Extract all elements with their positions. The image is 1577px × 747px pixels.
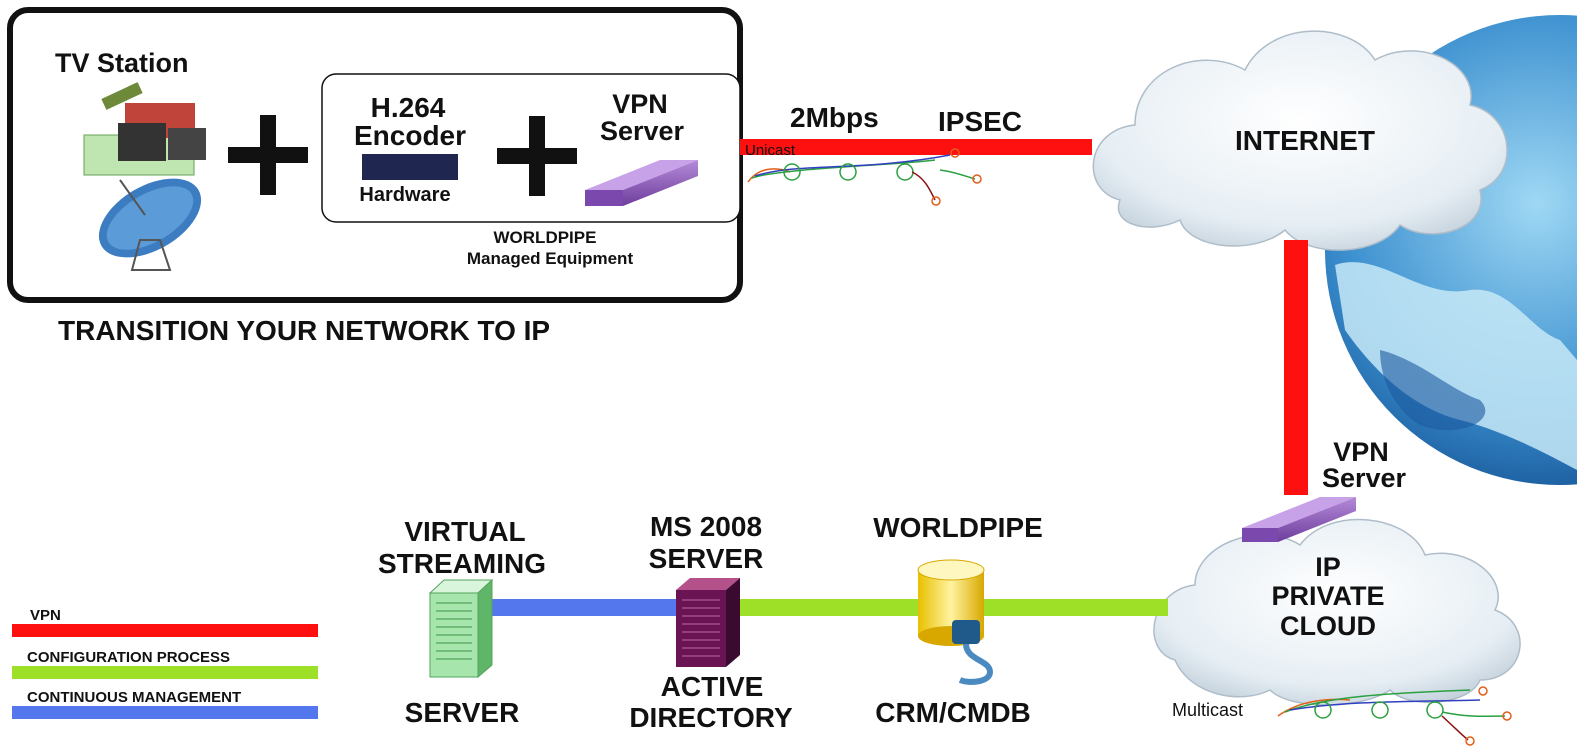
vpn-remote-line2: Server xyxy=(1322,463,1407,493)
ms-line1: MS 2008 xyxy=(650,511,762,542)
legend-swatch xyxy=(12,666,318,679)
wp-bottom: CRM/CMDB xyxy=(875,697,1031,728)
station-title: TV Station xyxy=(55,48,189,78)
transition-footer: TRANSITION YOUR NETWORK TO IP xyxy=(58,315,550,346)
vpn-server-line1: VPN xyxy=(612,89,668,119)
internet-label: INTERNET xyxy=(1235,125,1375,156)
legend-label: CONFIGURATION PROCESS xyxy=(27,649,230,666)
management-link xyxy=(490,599,690,616)
multicast-label: Multicast xyxy=(1172,700,1243,720)
link-bandwidth: 2Mbps xyxy=(790,102,879,133)
unicast-tree-icon xyxy=(747,148,982,206)
private-cloud[interactable]: IP PRIVATE CLOUD xyxy=(1153,518,1521,706)
managed-line2: Managed Equipment xyxy=(467,249,634,268)
encoder-hardware-icon[interactable] xyxy=(362,154,458,180)
unicast-label: Unicast xyxy=(745,142,796,159)
satellite-dish-icon xyxy=(98,178,202,271)
encoder-line1: H.264 xyxy=(371,92,446,123)
cloud-line1: IP xyxy=(1315,552,1341,582)
vpn-server-icon[interactable] xyxy=(585,160,698,206)
legend-swatch xyxy=(12,624,318,637)
vpn-link-vertical xyxy=(1284,240,1308,495)
vpn-server-line2: Server xyxy=(600,116,685,146)
legend-label: CONTINUOUS MANAGEMENT xyxy=(27,689,241,706)
ms-bottom2: DIRECTORY xyxy=(629,702,793,733)
cloud-line2: PRIVATE xyxy=(1271,581,1384,611)
managed-line1: WORLDPIPE xyxy=(494,228,597,247)
database-icon[interactable] xyxy=(917,559,994,685)
multicast-tree-icon xyxy=(1277,686,1512,746)
vs-line1: VIRTUAL xyxy=(404,516,525,547)
encoder-line2: Encoder xyxy=(354,120,466,151)
plus-icon xyxy=(228,115,308,195)
vpn-remote-line1: VPN xyxy=(1333,437,1389,467)
wp-top: WORLDPIPE xyxy=(873,512,1043,543)
link-protocol: IPSEC xyxy=(938,106,1022,137)
legend-swatch xyxy=(12,706,318,719)
legend-label: VPN xyxy=(30,607,61,624)
cloud-line3: CLOUD xyxy=(1280,611,1376,641)
encoder-sub: Hardware xyxy=(359,184,450,206)
vpn-link-horizontal xyxy=(740,139,1092,155)
internet-cloud[interactable]: INTERNET xyxy=(1092,30,1508,251)
vs-bottom: SERVER xyxy=(405,697,520,728)
ms-line2: SERVER xyxy=(649,543,764,574)
vs-line2: STREAMING xyxy=(378,548,546,579)
tv-station-icon xyxy=(83,82,206,176)
streaming-server-icon[interactable] xyxy=(428,578,494,679)
legend: VPN CONFIGURATION PROCESS CONTINUOUS MAN… xyxy=(12,607,318,719)
plus-icon xyxy=(497,116,577,196)
active-directory-server-icon[interactable] xyxy=(676,578,740,667)
ms-bottom1: ACTIVE xyxy=(661,671,764,702)
vpn-remote-server-icon[interactable] xyxy=(1242,497,1356,542)
